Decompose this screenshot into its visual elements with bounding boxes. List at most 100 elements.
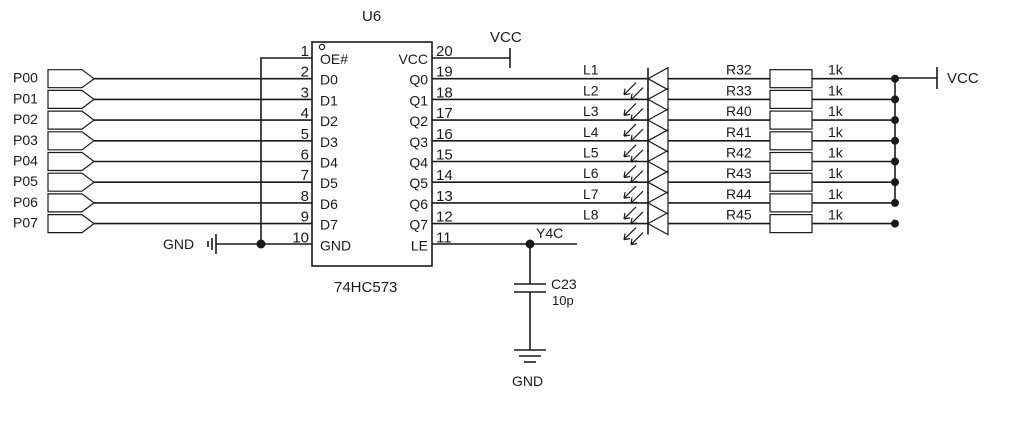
resistor-body — [769, 193, 813, 213]
resistor-value-label: 1k — [828, 103, 844, 119]
chip-pin-number: 13 — [436, 188, 453, 205]
resistor-ref-label: R42 — [726, 145, 752, 161]
port-label: P01 — [13, 90, 38, 106]
vcc-junction-dot — [891, 219, 899, 228]
led-symbol — [646, 211, 669, 236]
chip-pin-name: D2 — [320, 113, 338, 129]
led-emission-arrow — [630, 232, 644, 246]
led-emission-arrow — [623, 185, 637, 199]
chip-pin-number: 7 — [301, 167, 309, 184]
chip-pin-name: Q5 — [409, 175, 428, 191]
chip-pin-number: 17 — [436, 105, 453, 122]
led-label: L5 — [583, 145, 599, 161]
led-emission-arrow — [623, 144, 637, 158]
chip-pin-number: 4 — [301, 105, 309, 122]
resistor-ref-label: R33 — [726, 82, 752, 98]
port-connector-shape — [47, 214, 95, 234]
led-emission-arrow — [623, 165, 637, 179]
resistor-ref-label: R43 — [726, 165, 752, 181]
led-label: L6 — [583, 165, 599, 181]
vcc-right-label: VCC — [947, 70, 979, 87]
chip-pin-number: 16 — [436, 126, 453, 143]
chip-ref-label: U6 — [362, 8, 381, 25]
led-emission-arrow — [630, 107, 644, 121]
chip-pin-number: 9 — [301, 209, 309, 226]
resistor-value-label: 1k — [828, 145, 844, 161]
chip-pin-number: 5 — [301, 126, 309, 143]
chip-pin-number: 2 — [301, 64, 309, 81]
resistor-ref-label: R44 — [726, 186, 752, 202]
chip-pin-name: D7 — [320, 217, 338, 233]
chip-pin-number: 19 — [436, 64, 453, 81]
led-emission-arrow — [623, 82, 637, 96]
led-symbol — [646, 190, 669, 215]
gnd-left-symbol — [207, 234, 217, 254]
chip-pin-name: LE — [411, 237, 428, 253]
led-emission-arrow — [630, 87, 644, 101]
chip-pin-name: Q0 — [409, 72, 428, 88]
led-label: L3 — [583, 103, 599, 119]
resistor-ref-label: R45 — [726, 207, 752, 223]
resistor-body — [769, 110, 813, 130]
led-label: L8 — [583, 207, 599, 223]
led-emission-arrow — [630, 190, 644, 204]
led-emission-arrow — [630, 170, 644, 184]
chip-pin-number: 8 — [301, 188, 309, 205]
port-connector-shape — [47, 110, 95, 130]
resistor-value-label: 1k — [828, 124, 844, 140]
chip-pin-number: 10 — [292, 229, 309, 246]
resistor-ref-label: R41 — [726, 124, 752, 140]
resistor-value-label: 1k — [828, 165, 844, 181]
led-emission-arrow — [630, 128, 644, 142]
chip-pin-number: 20 — [436, 43, 453, 60]
chip-pin-number: 12 — [436, 209, 453, 226]
port-label: P02 — [13, 111, 38, 127]
resistor-value-label: 1k — [828, 62, 844, 78]
led-symbol — [646, 87, 669, 112]
oe-to-gnd-wire — [260, 57, 312, 244]
chip-pin-name: GND — [320, 237, 351, 253]
chip-pin-name: Q4 — [409, 155, 428, 171]
capacitor-value-label: 10p — [552, 293, 574, 308]
port-label: P05 — [13, 173, 38, 189]
port-label: P06 — [13, 194, 38, 210]
port-label: P03 — [13, 132, 38, 148]
resistor-body — [769, 89, 813, 110]
chip-pin-name: Q1 — [409, 92, 428, 108]
resistor-value-label: 1k — [828, 82, 844, 98]
led-emission-arrow — [623, 123, 637, 137]
led-emission-arrow — [623, 102, 637, 116]
chip-pin-number: 3 — [301, 84, 309, 101]
led-symbol — [646, 128, 669, 153]
port-label: P07 — [13, 215, 38, 231]
resistor-body — [769, 172, 813, 192]
resistor-ref-label: R32 — [726, 62, 752, 78]
chip-pin-number: 6 — [301, 147, 309, 164]
chip-pin-name: D5 — [320, 175, 338, 191]
chip-part-label: 74HC573 — [334, 279, 397, 296]
resistor-body — [769, 151, 813, 172]
resistor-body — [769, 214, 813, 234]
port-connector-shape — [47, 69, 95, 89]
port-connector-shape — [47, 131, 95, 151]
chip-pin-name: D6 — [320, 196, 338, 212]
led-label: L7 — [583, 186, 599, 202]
led-emission-arrow — [630, 149, 644, 163]
chip-pin-name: Q3 — [409, 134, 428, 150]
port-connector-shape — [47, 193, 95, 213]
capacitor-ref-label: C23 — [551, 276, 577, 292]
latch-net-label: Y4C — [536, 225, 563, 241]
resistor-ref-label: R40 — [726, 103, 752, 119]
chip-pin-name: D0 — [320, 72, 338, 88]
chip-pin-number: 14 — [436, 167, 453, 184]
chip-pin-name: D4 — [320, 155, 338, 171]
led-symbol — [646, 170, 669, 195]
chip-pin-name: Q2 — [409, 113, 428, 129]
oe-inversion-circle — [318, 43, 326, 51]
gnd-bottom-label: GND — [512, 373, 543, 389]
